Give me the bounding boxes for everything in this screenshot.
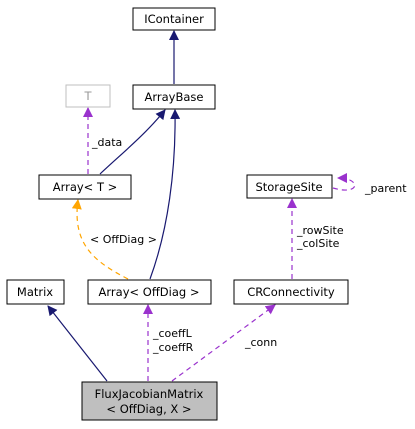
node-fluxjacobianmatrix-label-line1: FluxJacobianMatrix <box>95 387 204 401</box>
node-array-offdiag[interactable]: Array< OffDiag > <box>87 279 212 305</box>
node-matrix-label: Matrix <box>17 285 53 299</box>
edge-storagesite-self <box>332 173 356 191</box>
edge-labels: _data < OffDiag > _parent _rowSite _colS… <box>90 136 407 354</box>
edge-label-rowsite: _rowSite <box>296 224 344 237</box>
edges <box>47 30 356 382</box>
node-arraybase-label: ArrayBase <box>145 90 204 104</box>
edge-template-instance <box>71 199 129 280</box>
node-t[interactable]: T <box>65 84 111 108</box>
node-crconnectivity-label: CRConnectivity <box>247 285 335 299</box>
edge-label-offdiag-template: < OffDiag > <box>90 233 157 246</box>
node-array-t[interactable]: Array< T > <box>38 174 132 200</box>
node-storagesite-label: StorageSite <box>255 180 322 194</box>
edge-label-coeffl: _coeffL <box>152 327 193 340</box>
edge-label-data: _data <box>91 136 122 149</box>
node-matrix[interactable]: Matrix <box>6 279 65 305</box>
node-storagesite[interactable]: StorageSite <box>246 174 333 199</box>
node-icontainer[interactable]: IContainer <box>132 7 216 31</box>
edge-label-conn: _conn <box>244 336 277 349</box>
edge-flux-crconn <box>171 304 276 382</box>
edge-label-coeffr: _coeffR <box>152 341 194 354</box>
node-crconnectivity[interactable]: CRConnectivity <box>233 279 349 305</box>
node-array-offdiag-label: Array< OffDiag > <box>99 285 200 299</box>
node-fluxjacobianmatrix-label-line2: < OffDiag, X > <box>106 402 191 416</box>
node-fluxjacobianmatrix[interactable]: FluxJacobianMatrix < OffDiag, X > <box>81 381 218 421</box>
edge-flux-matrix <box>47 305 108 382</box>
edge-array-t-arraybase <box>99 109 166 175</box>
edge-label-colsite: _colSite <box>296 237 340 250</box>
edge-array-offdiag-arraybase <box>149 109 181 280</box>
node-t-label: T <box>83 89 92 103</box>
node-arraybase[interactable]: ArrayBase <box>132 84 216 110</box>
edge-label-parent: _parent <box>364 182 407 195</box>
node-icontainer-label: IContainer <box>144 12 204 26</box>
node-array-t-label: Array< T > <box>53 180 118 194</box>
